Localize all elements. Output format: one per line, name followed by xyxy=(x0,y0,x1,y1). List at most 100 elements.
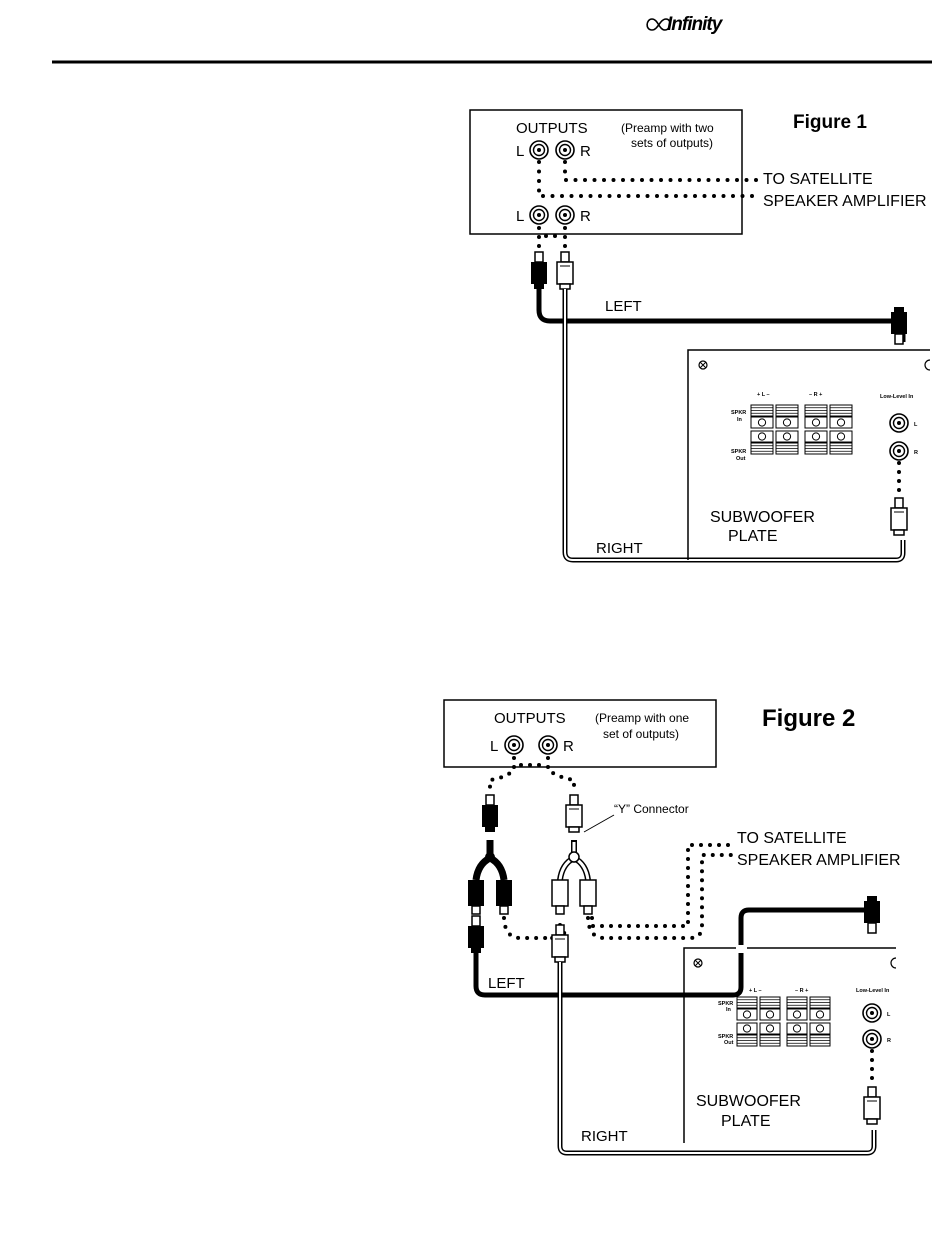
preamp-note: sets of outputs) xyxy=(631,136,713,150)
right-cable-label: RIGHT xyxy=(596,540,643,557)
spkr-out-label: SPKR xyxy=(731,449,746,455)
right-cable-label: RIGHT xyxy=(581,1128,628,1145)
sub-input-plug-right xyxy=(890,497,908,536)
figure-1-title: Figure 1 xyxy=(793,112,867,133)
terminal-post-icon xyxy=(765,1024,775,1033)
right-cable xyxy=(557,962,877,1156)
left-plug xyxy=(481,794,499,833)
preamp-note: set of outputs) xyxy=(603,727,679,741)
terminal-post-icon xyxy=(811,418,821,427)
terminal-post-icon xyxy=(757,418,767,427)
y-connector-label: “Y” Connector xyxy=(614,802,689,816)
subwoofer-plate xyxy=(683,947,896,1143)
polarity-right: – R + xyxy=(809,392,822,398)
plate-screw-icon xyxy=(890,957,897,969)
output-jack-left-2 xyxy=(529,205,549,225)
spkr-in-label: SPKR xyxy=(731,410,746,416)
sub-jack-left xyxy=(889,413,909,433)
output-jack-right-2 xyxy=(555,205,575,225)
sub-jack-r-label: R xyxy=(887,1038,891,1044)
spkr-in-label: In xyxy=(737,417,743,423)
terminal-post-icon xyxy=(792,1024,802,1033)
left-plug xyxy=(530,251,548,290)
satellite-label: SPEAKER AMPLIFIER xyxy=(737,852,901,869)
left-cable-label: LEFT xyxy=(605,298,642,315)
polarity-right: – R + xyxy=(795,988,808,994)
y-connector-pointer xyxy=(583,814,615,833)
sub-jack-l-label: L xyxy=(887,1012,891,1018)
figure-1: Figure 1 OUTPUTS (Preamp with two sets o… xyxy=(469,109,931,563)
left-cable xyxy=(473,907,877,998)
low-level-in-label: Low-Level In xyxy=(880,394,914,400)
brand-name: Infinity xyxy=(667,14,724,35)
terminal-post-icon xyxy=(836,418,846,427)
output-jack-right-1 xyxy=(555,140,575,160)
spkr-in-label: In xyxy=(726,1007,732,1013)
preamp-note: (Preamp with one xyxy=(595,711,689,725)
terminal-post-icon xyxy=(782,432,792,441)
figure-2: Figure 2 OUTPUTS (Preamp with one set of… xyxy=(443,699,901,1156)
output-jack-right xyxy=(538,735,558,755)
jack-label-l: L xyxy=(516,143,524,160)
satellite-cable-right xyxy=(590,843,737,928)
jack-label-l: L xyxy=(490,738,498,755)
subwoofer-plate xyxy=(687,349,930,560)
speaker-terminal-block xyxy=(750,404,853,455)
low-level-in-label: Low-Level In xyxy=(856,988,890,994)
satellite-cable-left xyxy=(502,916,552,940)
satellite-cable-right xyxy=(563,160,762,182)
jack-label-r: R xyxy=(580,143,591,160)
outputs-label: OUTPUTS xyxy=(516,120,588,137)
sub-input-plug-right xyxy=(863,1086,881,1125)
jack-label-r: R xyxy=(563,738,574,755)
left-cable xyxy=(536,289,906,342)
satellite-label: SPEAKER AMPLIFIER xyxy=(763,193,927,210)
plate-screw-icon xyxy=(698,360,708,370)
spkr-out-label: Out xyxy=(736,456,746,462)
output-jack-left xyxy=(504,735,524,755)
terminal-post-icon xyxy=(765,1010,775,1019)
preamp-box xyxy=(443,699,717,768)
plate-label: PLATE xyxy=(728,528,778,545)
plug-link xyxy=(537,226,567,250)
right-plug xyxy=(556,251,574,290)
sub-jack-r-label: R xyxy=(914,450,918,456)
satellite-label: TO SATELLITE xyxy=(737,830,847,847)
preamp-box xyxy=(469,109,743,235)
satellite-cable-left xyxy=(537,160,762,198)
polarity-left: + L – xyxy=(757,392,770,398)
sub-jack-l-label: L xyxy=(914,422,918,428)
plate-label: SUBWOOFER xyxy=(696,1093,801,1110)
spkr-in-label: SPKR xyxy=(718,1001,733,1007)
infinity-logo-icon xyxy=(646,18,671,31)
left-plug-lower xyxy=(467,915,485,954)
terminal-post-icon xyxy=(782,418,792,427)
spkr-out-label: Out xyxy=(724,1040,734,1046)
plate-screw-icon xyxy=(693,958,703,968)
terminal-post-icon xyxy=(815,1010,825,1019)
preamp-note: (Preamp with two xyxy=(621,121,714,135)
speaker-terminal-block xyxy=(736,996,831,1047)
brand-logo: Infinity xyxy=(646,14,725,35)
y-connector-plug xyxy=(565,794,583,833)
plate-label: PLATE xyxy=(721,1113,771,1130)
terminal-post-icon xyxy=(757,432,767,441)
outputs-label: OUTPUTS xyxy=(494,710,566,727)
terminal-post-icon xyxy=(815,1024,825,1033)
sub-jack-left xyxy=(862,1003,882,1023)
plate-screw-icon xyxy=(924,359,931,371)
jack-label-l: L xyxy=(516,208,524,225)
spkr-out-label: SPKR xyxy=(718,1034,733,1040)
jack-label-r: R xyxy=(580,208,591,225)
plate-label: SUBWOOFER xyxy=(710,509,815,526)
terminal-post-icon xyxy=(811,432,821,441)
terminal-post-icon xyxy=(742,1010,752,1019)
terminal-post-icon xyxy=(792,1010,802,1019)
left-cable-label: LEFT xyxy=(488,975,525,992)
terminal-post-icon xyxy=(742,1024,752,1033)
satellite-label: TO SATELLITE xyxy=(763,171,873,188)
sub-jack-right xyxy=(889,441,909,461)
sub-jack-right xyxy=(862,1029,882,1049)
terminal-post-icon xyxy=(836,432,846,441)
output-jack-left-1 xyxy=(529,140,549,160)
